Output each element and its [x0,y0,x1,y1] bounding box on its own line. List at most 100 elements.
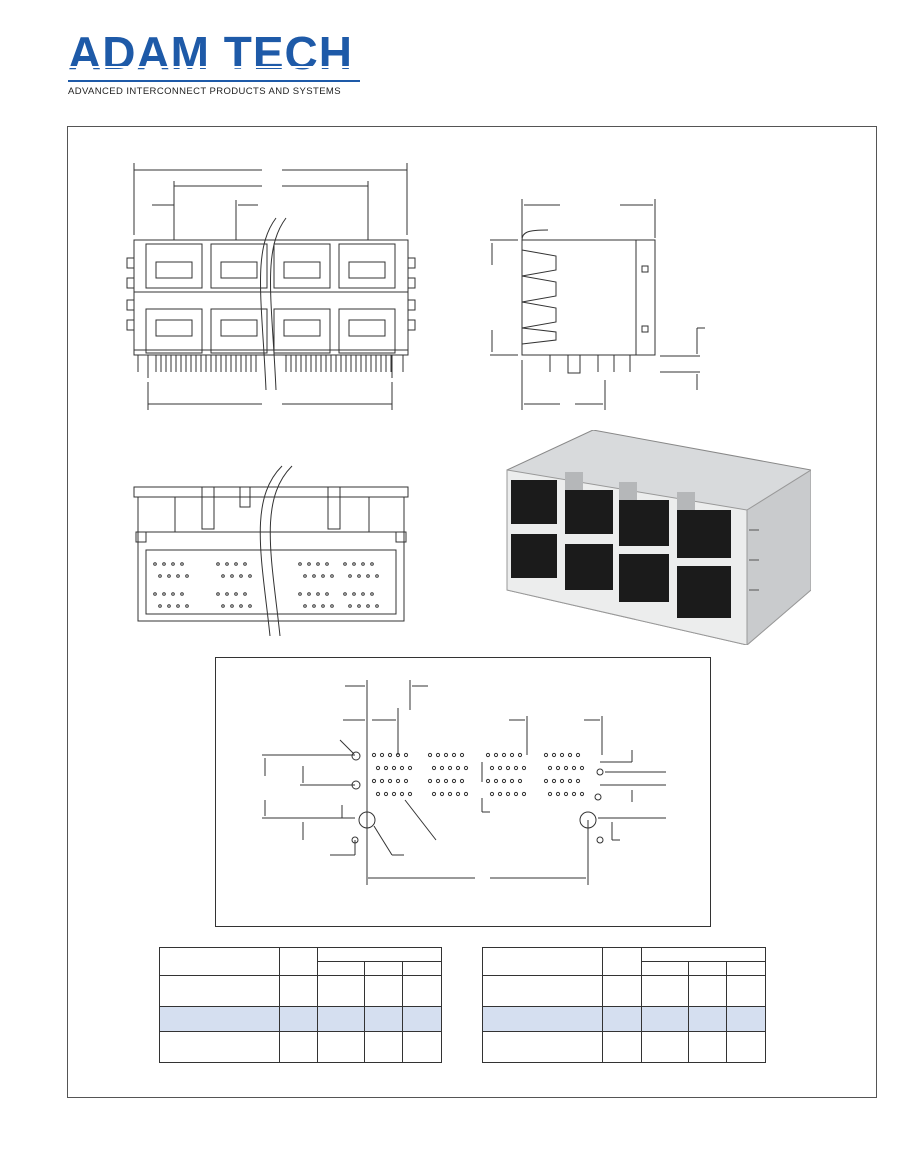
hole [234,592,238,596]
hole [505,791,511,797]
hole [171,562,175,566]
hole [559,752,565,758]
hole [370,592,374,596]
hole [497,791,503,797]
hole [489,765,495,771]
hole [547,765,553,771]
hole [407,765,413,771]
hole [303,574,307,578]
hole [399,765,405,771]
hole [225,592,229,596]
hole [312,604,316,608]
hole [459,752,465,758]
hole [162,592,166,596]
hole [439,791,445,797]
hole [379,778,385,784]
hole [399,791,405,797]
hole [176,574,180,578]
hole [325,562,329,566]
hole [321,574,325,578]
hole [375,791,381,797]
hole [505,765,511,771]
hole [575,752,581,758]
bottom-view [133,465,409,637]
hole [455,765,461,771]
hole [543,752,549,758]
bottom-view-pin-grid [153,562,379,608]
logo-wordmark: ADAM TECH [68,27,353,79]
hole [555,791,561,797]
hole [435,778,441,784]
hole [343,562,347,566]
logo-stripes [68,66,360,78]
hole [321,604,325,608]
hole [239,604,243,608]
hole [379,752,385,758]
spec-table-left [159,947,442,1063]
hole [216,562,220,566]
hole [387,752,393,758]
hole [547,791,553,797]
hole [316,592,320,596]
hole [571,791,577,797]
hole [307,562,311,566]
hole [371,752,377,758]
hole [579,791,585,797]
hole [303,604,307,608]
hole [391,791,397,797]
hole [517,752,523,758]
hole [431,791,437,797]
hole [153,562,157,566]
drawing-frame [67,126,877,1098]
hole [243,562,247,566]
hole [575,778,581,784]
hole [348,574,352,578]
hole [451,778,457,784]
hole [567,752,573,758]
hole [579,765,585,771]
hole [387,778,393,784]
hole [366,604,370,608]
hole [248,604,252,608]
hole [312,574,316,578]
hole [375,765,381,771]
hole [391,765,397,771]
hole [563,765,569,771]
hole [167,604,171,608]
hole [455,791,461,797]
hole [485,752,491,758]
hole [352,562,356,566]
hole [230,574,234,578]
hole [230,604,234,608]
pcb-layout-frame [215,657,711,927]
hole [185,604,189,608]
hole [489,791,495,797]
hole [509,752,515,758]
hole [330,574,334,578]
hole [513,791,519,797]
hole [493,778,499,784]
hole [383,765,389,771]
hole [435,752,441,758]
hole [567,778,573,784]
hole [443,752,449,758]
hole [497,765,503,771]
hole [439,765,445,771]
hole [559,778,565,784]
hole [509,778,515,784]
spec-table-right [481,947,767,1063]
hole [407,791,413,797]
product-photo [506,430,811,645]
hole [513,765,519,771]
hole [427,778,433,784]
hole [447,765,453,771]
hole [298,562,302,566]
hole [571,765,577,771]
hole [517,778,523,784]
hole [370,562,374,566]
hole [153,592,157,596]
hole [563,791,569,797]
hole [176,604,180,608]
hole [383,791,389,797]
